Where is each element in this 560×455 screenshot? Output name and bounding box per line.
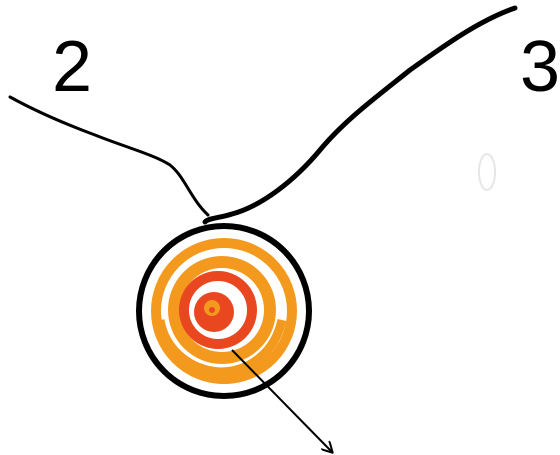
faint-mark bbox=[479, 154, 495, 190]
pendant-center-dot bbox=[209, 307, 215, 313]
cord-right-strand bbox=[205, 8, 515, 222]
cord-left-strand bbox=[10, 97, 208, 215]
label-2: 2 bbox=[52, 27, 92, 107]
pendant-disc bbox=[139, 226, 309, 396]
label-3: 3 bbox=[520, 27, 560, 107]
